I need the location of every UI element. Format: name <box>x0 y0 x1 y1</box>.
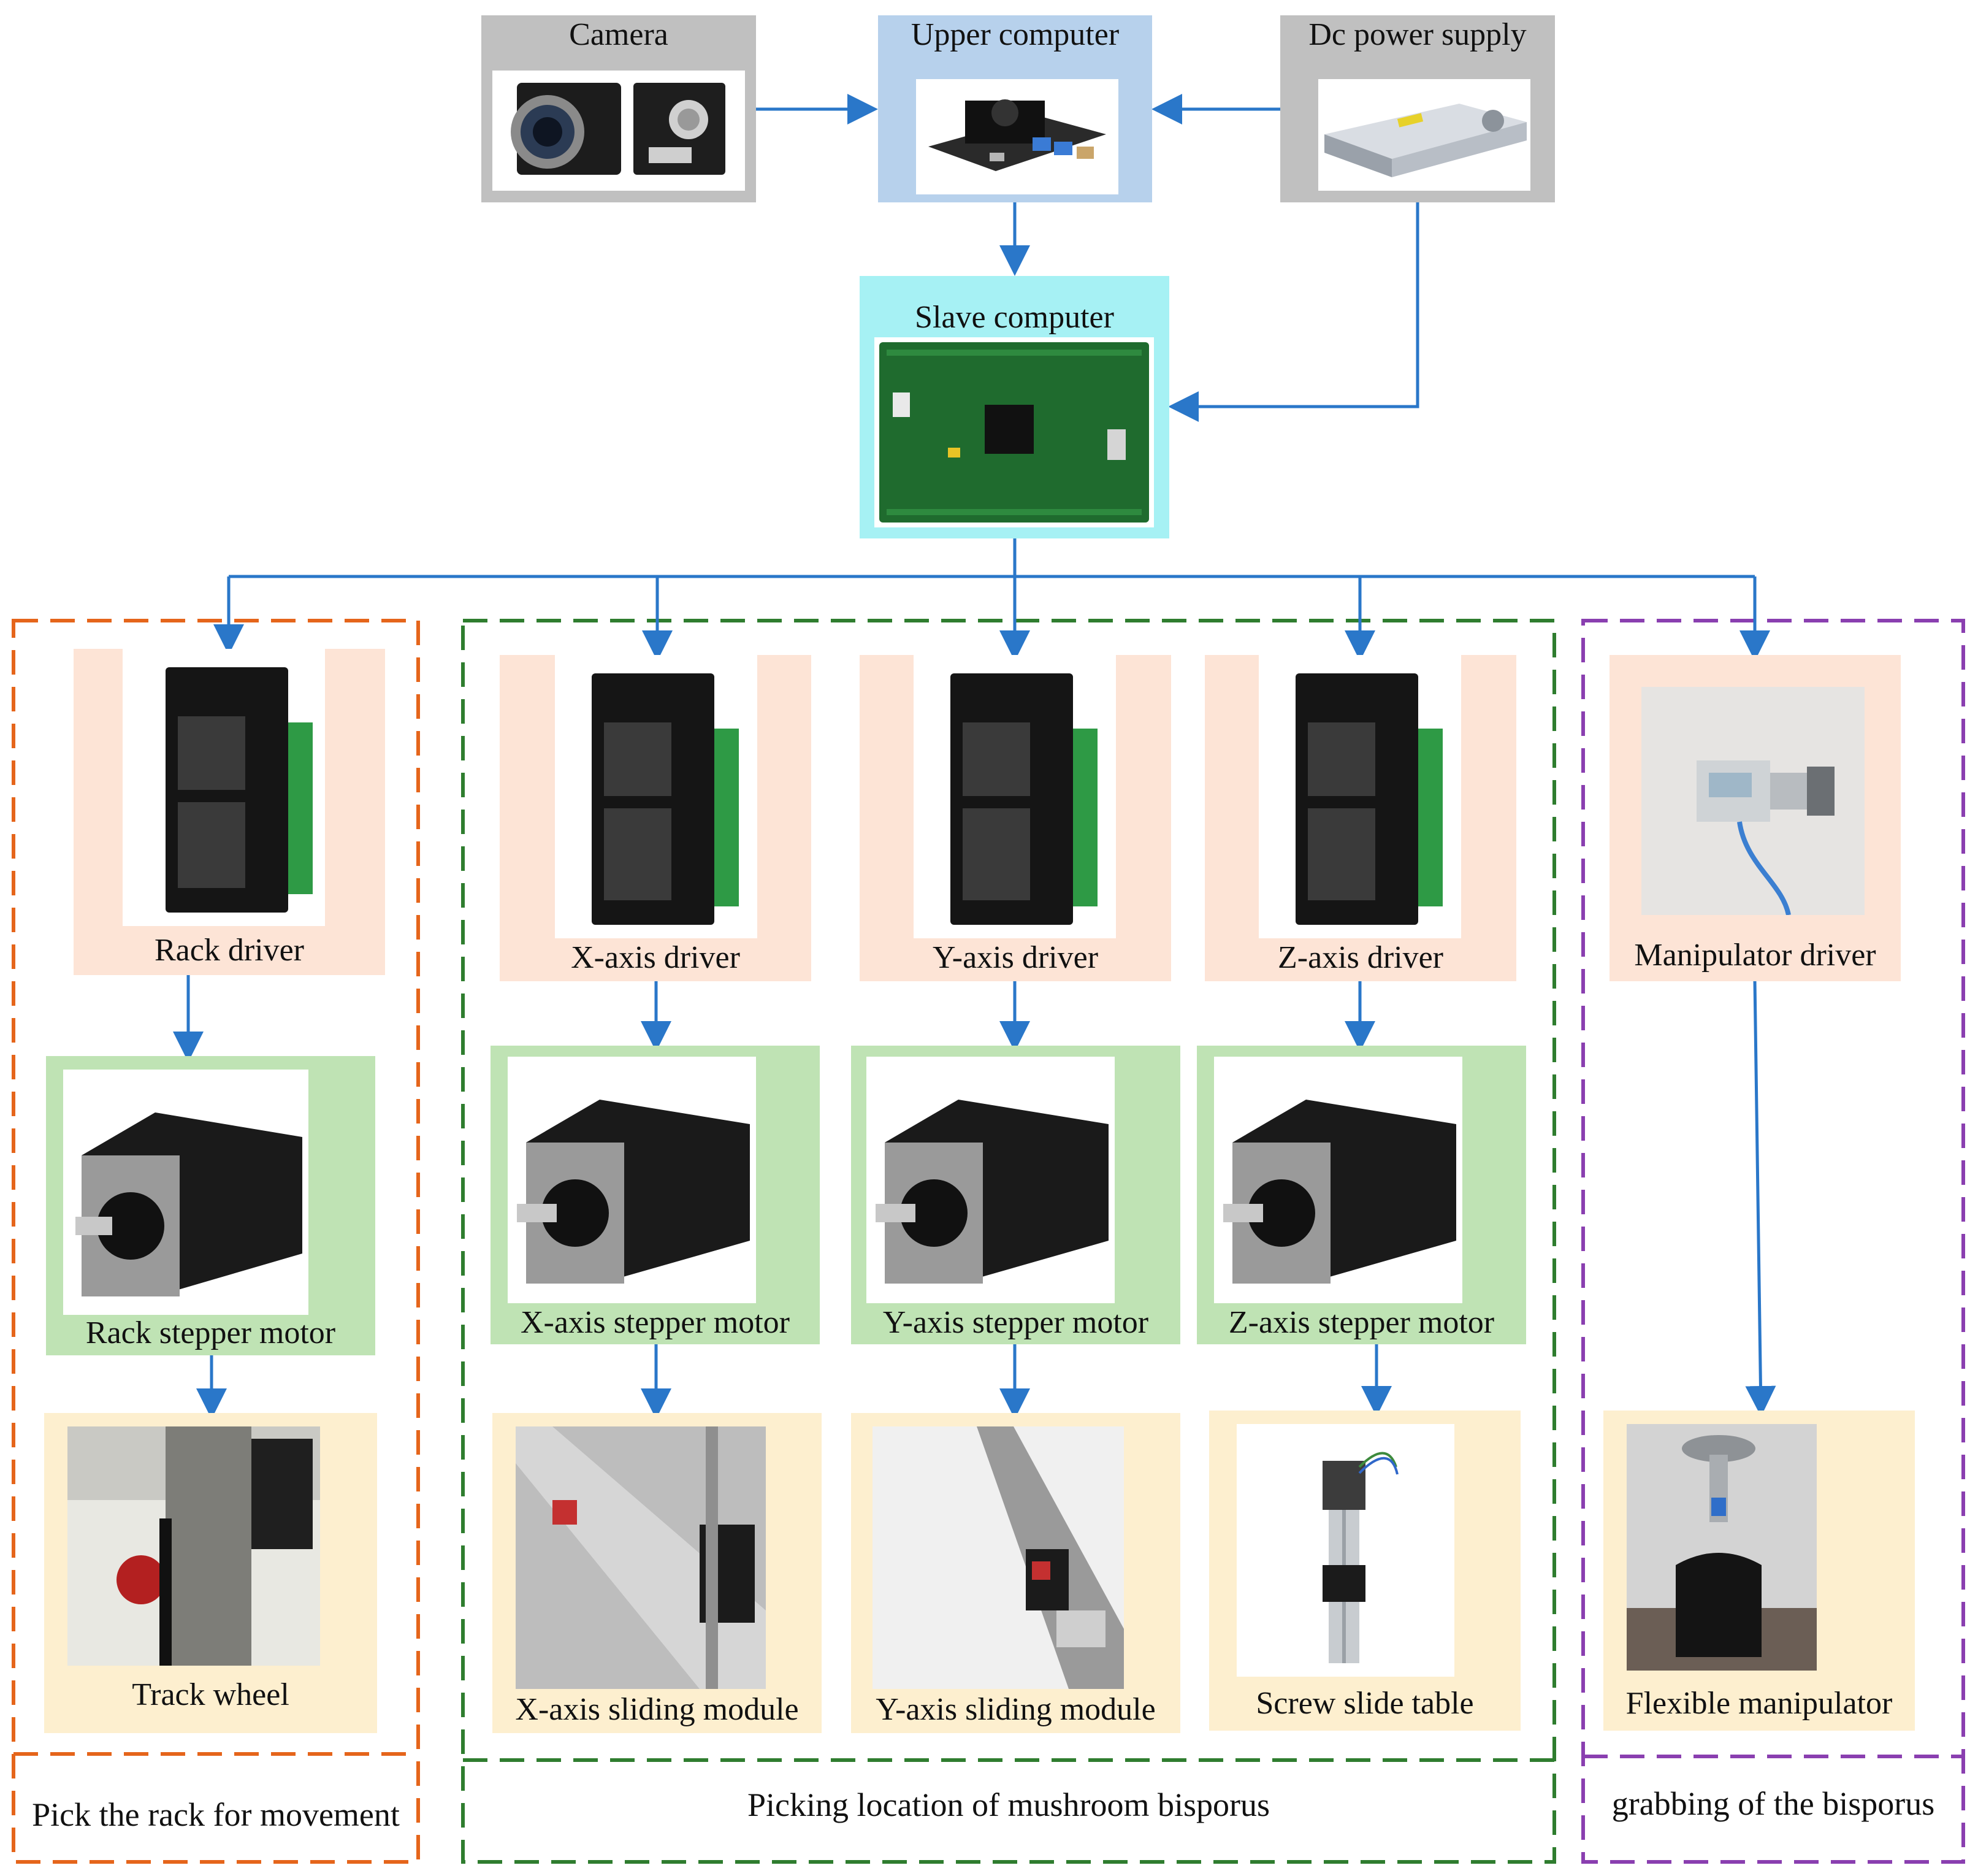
screw-slide-table-box: Screw slide table <box>1209 1411 1521 1731</box>
camera-image <box>492 71 745 191</box>
y-motor-image <box>866 1057 1115 1303</box>
x-sliding-module-box: X-axis sliding module <box>492 1413 822 1733</box>
upper-computer-box: Upper computer <box>878 15 1152 202</box>
arrow-manip-driver-gripper <box>1745 981 1776 1417</box>
track-wheel-image <box>67 1426 320 1666</box>
region-manip-outline <box>1581 619 1965 1864</box>
power-supply-image <box>1318 79 1530 191</box>
rack-driver-label: Rack driver <box>154 933 304 968</box>
rack-motor-label: Rack stepper motor <box>85 1315 336 1350</box>
z-motor-label: Z-axis stepper motor <box>1228 1305 1495 1340</box>
z-driver-label: Z-axis driver <box>1277 940 1443 975</box>
y-motor-box: Y-axis stepper motor <box>851 1046 1180 1344</box>
z-driver-box: Z-axis driver <box>1205 655 1516 981</box>
x-sliding-module-label: X-axis sliding module <box>515 1692 799 1727</box>
manipulator-driver-image <box>1641 687 1865 915</box>
z-motor-box: Z-axis stepper motor <box>1197 1046 1526 1344</box>
z-motor-image <box>1214 1057 1462 1303</box>
rack-motor-image <box>63 1070 308 1315</box>
x-driver-image <box>555 655 757 938</box>
region-xyz-label: Picking location of mushroom bisporus <box>747 1786 1270 1823</box>
y-motor-label: Y-axis stepper motor <box>882 1305 1149 1340</box>
region-xyz-outline <box>461 619 1556 1864</box>
slave-computer-box: Slave computer <box>860 276 1169 538</box>
y-driver-image <box>914 655 1116 938</box>
x-sliding-module-image <box>516 1426 766 1689</box>
x-driver-box: X-axis driver <box>500 655 811 981</box>
y-sliding-module-box: Y-axis sliding module <box>851 1413 1180 1733</box>
upper-computer-label: Upper computer <box>911 17 1120 52</box>
track-wheel-label: Track wheel <box>132 1677 289 1712</box>
camera-box: Camera <box>481 15 756 202</box>
region-rack-label: Pick the rack for movement <box>32 1796 400 1833</box>
track-wheel-box: Track wheel <box>44 1413 377 1733</box>
rack-driver-image <box>123 649 325 926</box>
flexible-manipulator-label: Flexible manipulator <box>1625 1686 1893 1721</box>
z-driver-image <box>1259 655 1461 938</box>
screw-slide-table-image <box>1237 1424 1454 1677</box>
y-sliding-module-image <box>873 1426 1124 1689</box>
rack-motor-box: Rack stepper motor <box>46 1056 375 1355</box>
slave-computer-label: Slave computer <box>915 300 1114 335</box>
region-manip-label: grabbing of the bisporus <box>1611 1785 1935 1822</box>
y-driver-label: Y-axis driver <box>932 940 1099 975</box>
manipulator-driver-box: Manipulator driver <box>1610 655 1901 981</box>
screw-slide-table-label: Screw slide table <box>1256 1686 1474 1721</box>
region-rack-outline <box>12 619 420 1864</box>
power-supply-label: Dc power supply <box>1308 17 1527 52</box>
rack-driver-box: Rack driver <box>74 649 385 975</box>
manipulator-driver-label: Manipulator driver <box>1634 938 1876 973</box>
power-supply-box: Dc power supply <box>1280 15 1555 202</box>
x-motor-label: X-axis stepper motor <box>520 1305 790 1340</box>
y-sliding-module-label: Y-axis sliding module <box>876 1692 1156 1727</box>
flexible-manipulator-box: Flexible manipulator <box>1603 1411 1915 1731</box>
y-driver-box: Y-axis driver <box>860 655 1171 981</box>
x-motor-image <box>508 1057 756 1303</box>
camera-label: Camera <box>569 17 668 52</box>
x-driver-label: X-axis driver <box>571 940 740 975</box>
flexible-manipulator-image <box>1627 1424 1817 1671</box>
slave-computer-image <box>874 337 1154 527</box>
x-motor-box: X-axis stepper motor <box>491 1046 820 1344</box>
arrow-power-slave <box>1168 202 1419 422</box>
upper-computer-image <box>916 79 1118 194</box>
